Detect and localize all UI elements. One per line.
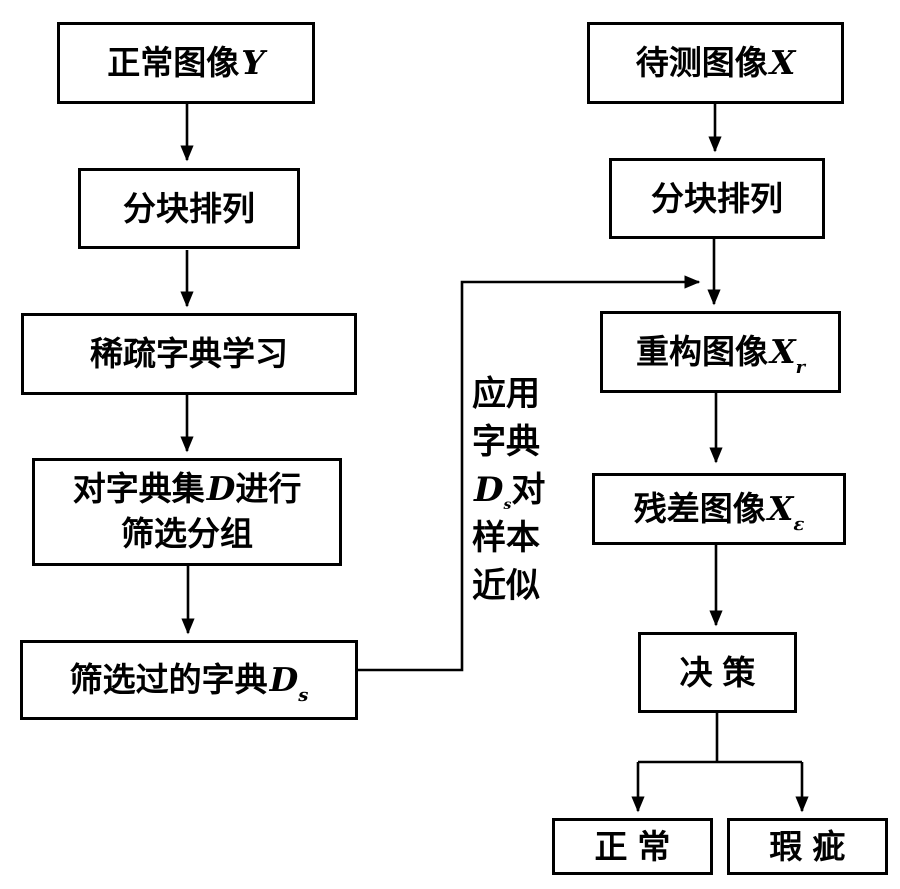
node-residual-image-xe: 残差图像Xε — [592, 473, 846, 545]
node-block-arrange-left: 分块排列 — [78, 168, 300, 249]
annotation-line: 近似 — [472, 566, 540, 606]
node-block-arrange-right: 分块排列 — [609, 158, 825, 239]
node-label: 决策 — [679, 652, 766, 692]
node-label: 重构图像Xr — [635, 332, 806, 379]
annotation-line: 应用 — [472, 374, 540, 414]
annotation-line: 样本 — [472, 518, 540, 558]
node-dictionary-filter-group: 对字典集D进行 筛选分组 — [32, 458, 342, 566]
node-normal-result: 正常 — [552, 818, 713, 875]
node-normal-image-y: 正常图像Y — [57, 22, 315, 104]
annotation-apply-dictionary: 应用 字典 Ds对 样本 近似 — [472, 370, 562, 610]
annotation-line: Ds对 — [474, 470, 546, 513]
node-label: 分块排列 — [651, 178, 783, 218]
node-label: 正常 — [594, 826, 681, 866]
edge-decision-split-bar — [638, 713, 802, 764]
node-label: 待测图像X — [635, 43, 796, 83]
node-test-image-x: 待测图像X — [587, 22, 844, 104]
node-defect-result: 瑕疵 — [727, 818, 888, 875]
annotation-line: 字典 — [472, 422, 540, 462]
node-label-line2: 筛选分组 — [121, 514, 253, 553]
node-label: 瑕疵 — [769, 826, 856, 866]
node-label-line1: 对字典集D进行 — [72, 469, 302, 509]
node-label: 分块排列 — [123, 188, 255, 228]
node-filtered-dictionary-ds: 筛选过的字典Ds — [20, 640, 358, 720]
node-label: 残差图像Xε — [633, 489, 805, 536]
node-decision: 决策 — [638, 632, 797, 713]
node-label: 正常图像Y — [107, 43, 265, 83]
edge-filtered-dict-feedback — [358, 275, 701, 672]
node-label: 稀疏字典学习 — [90, 334, 288, 374]
node-label: 筛选过的字典Ds — [69, 660, 309, 707]
node-sparse-dictionary-learning: 稀疏字典学习 — [21, 313, 357, 395]
node-reconstructed-image-xr: 重构图像Xr — [600, 311, 841, 393]
